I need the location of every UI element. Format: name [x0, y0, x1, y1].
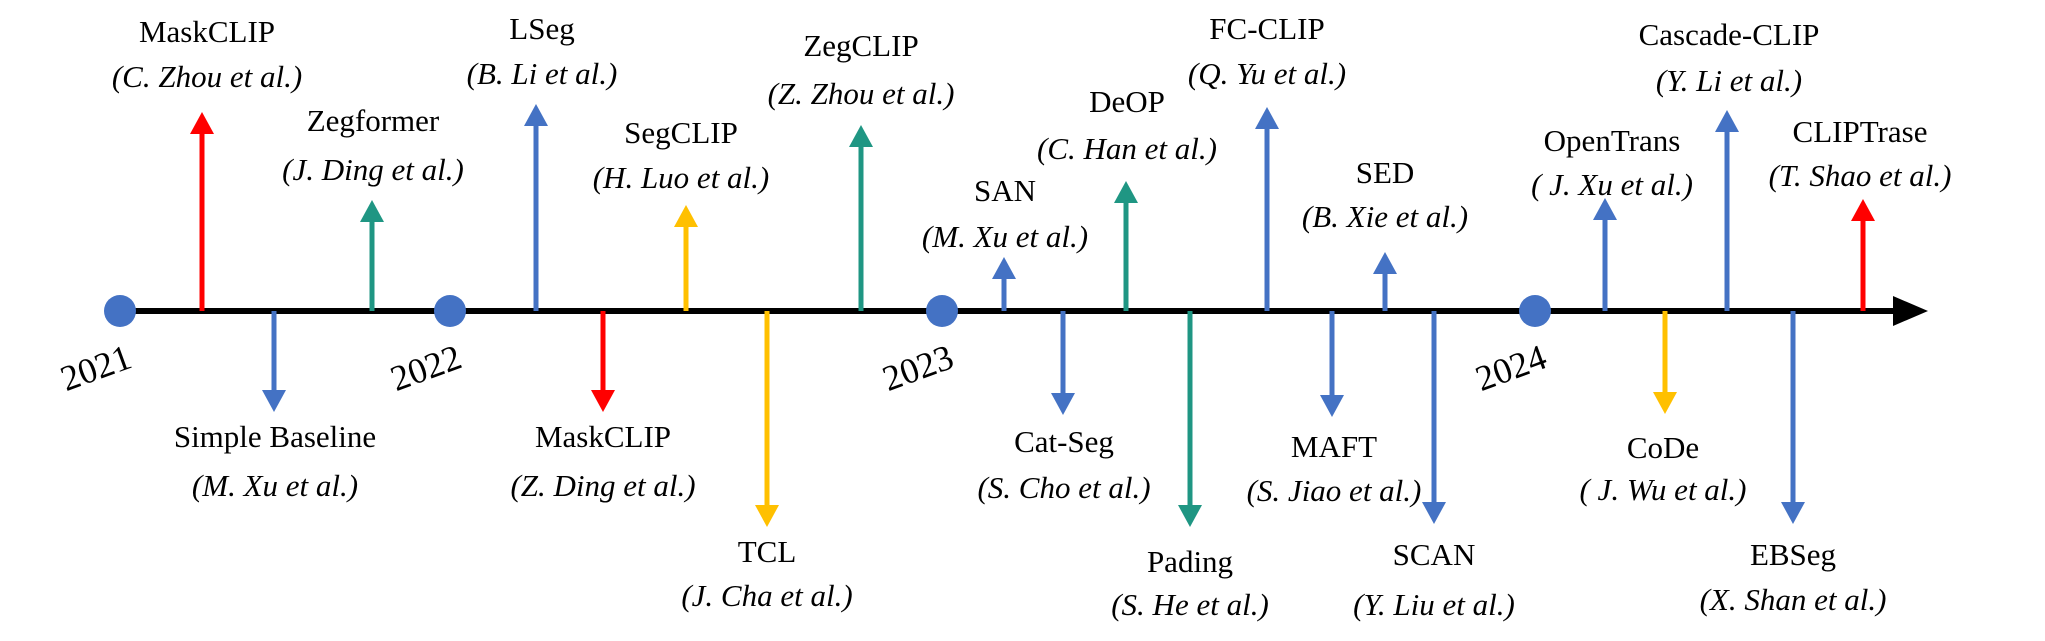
- year-label: 2023: [877, 337, 958, 399]
- event-author: (C. Zhou et al.): [112, 59, 302, 94]
- event-author: (T. Shao et al.): [1769, 158, 1952, 193]
- event-arrowhead: [591, 390, 615, 412]
- event-arrowhead: [524, 104, 548, 126]
- timeline-axis-arrowhead: [1893, 296, 1928, 326]
- event-name: LSeg: [509, 11, 574, 46]
- year-marker-dot: [104, 295, 136, 327]
- year-label: 2022: [385, 337, 466, 399]
- event-author: (X. Shan et al.): [1700, 582, 1887, 617]
- year-marker-dot: [1519, 295, 1551, 327]
- event-name: Cascade-CLIP: [1639, 17, 1820, 52]
- event-arrowhead: [1781, 502, 1805, 524]
- event-author: (B. Xie et al.): [1302, 199, 1468, 234]
- event-arrowhead: [1715, 110, 1739, 132]
- event-name: ZegCLIP: [803, 28, 918, 63]
- event-author: (H. Luo et al.): [593, 160, 770, 195]
- event-author: (J. Cha et al.): [681, 578, 852, 613]
- year-label: 2024: [1470, 337, 1551, 399]
- event-arrowhead: [1851, 199, 1875, 221]
- event-author: ( J. Wu et al.): [1579, 472, 1746, 507]
- event-arrowhead: [755, 505, 779, 527]
- event-author: (J. Ding et al.): [282, 152, 464, 187]
- event-author: (S. He et al.): [1111, 587, 1269, 622]
- event-name: SCAN: [1393, 537, 1476, 572]
- event-arrowhead: [1593, 198, 1617, 220]
- event-arrowhead: [262, 390, 286, 412]
- event-name: SegCLIP: [624, 115, 738, 150]
- event-author: ( J. Xu et al.): [1531, 167, 1693, 202]
- event-name: MAFT: [1291, 429, 1377, 464]
- event-author: (M. Xu et al.): [922, 219, 1088, 254]
- year-marker-dot: [434, 295, 466, 327]
- year-label: 2021: [55, 337, 136, 399]
- event-author: (M. Xu et al.): [192, 468, 358, 503]
- event-arrowhead: [1255, 107, 1279, 129]
- event-author: (S. Jiao et al.): [1247, 473, 1422, 508]
- event-arrowhead: [360, 200, 384, 222]
- event-author: (Y. Li et al.): [1656, 63, 1802, 98]
- event-arrowhead: [190, 112, 214, 134]
- event-arrowhead: [1653, 392, 1677, 414]
- event-author: (Z. Zhou et al.): [768, 76, 955, 111]
- event-arrowhead: [1320, 395, 1344, 417]
- event-arrowhead: [1114, 181, 1138, 203]
- event-arrowhead: [1051, 393, 1075, 415]
- event-name: MaskCLIP: [535, 419, 671, 454]
- event-author: (Z. Ding et al.): [510, 468, 695, 503]
- event-name: CoDe: [1627, 430, 1699, 465]
- event-name: OpenTrans: [1544, 123, 1681, 158]
- event-arrowhead: [849, 125, 873, 147]
- event-arrowhead: [674, 205, 698, 227]
- event-name: Cat-Seg: [1014, 424, 1114, 459]
- event-name: SED: [1356, 155, 1415, 190]
- event-name: CLIPTrase: [1793, 114, 1928, 149]
- event-arrowhead: [992, 257, 1016, 279]
- event-author: (C. Han et al.): [1037, 131, 1217, 166]
- event-name: TCL: [738, 534, 797, 569]
- event-name: EBSeg: [1750, 537, 1836, 572]
- event-arrowhead: [1373, 252, 1397, 274]
- event-name: FC-CLIP: [1209, 11, 1324, 46]
- year-marker-dot: [926, 295, 958, 327]
- event-author: (Y. Liu et al.): [1353, 587, 1515, 622]
- event-arrowhead: [1422, 502, 1446, 524]
- event-name: MaskCLIP: [139, 14, 275, 49]
- event-name: DeOP: [1089, 84, 1165, 119]
- event-name: Zegformer: [307, 103, 440, 138]
- event-author: (S. Cho et al.): [977, 470, 1150, 505]
- event-name: Pading: [1147, 544, 1233, 579]
- timeline-events: MaskCLIP (C. Zhou et al.) Simple Baseline (…: [112, 11, 1952, 622]
- event-name: Simple Baseline: [174, 419, 376, 454]
- event-arrowhead: [1178, 505, 1202, 527]
- event-author: (B. Li et al.): [467, 56, 618, 91]
- event-author: (Q. Yu et al.): [1188, 56, 1346, 91]
- event-name: SAN: [974, 173, 1036, 208]
